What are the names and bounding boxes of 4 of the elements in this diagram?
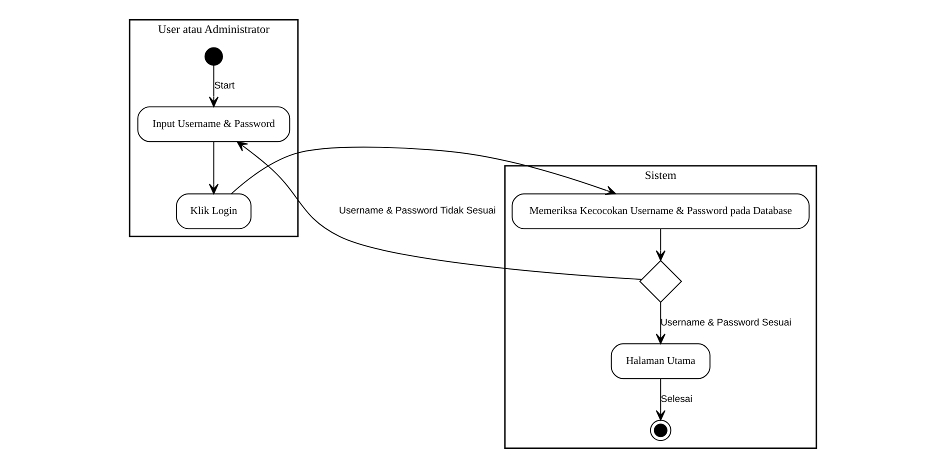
edge-label: Selesai [660,394,692,405]
edge-label: Start [214,80,234,92]
edge-label: Username & Password Tidak Sesuai [338,206,496,217]
edge-label: Username & Password Sesuai [660,317,791,328]
